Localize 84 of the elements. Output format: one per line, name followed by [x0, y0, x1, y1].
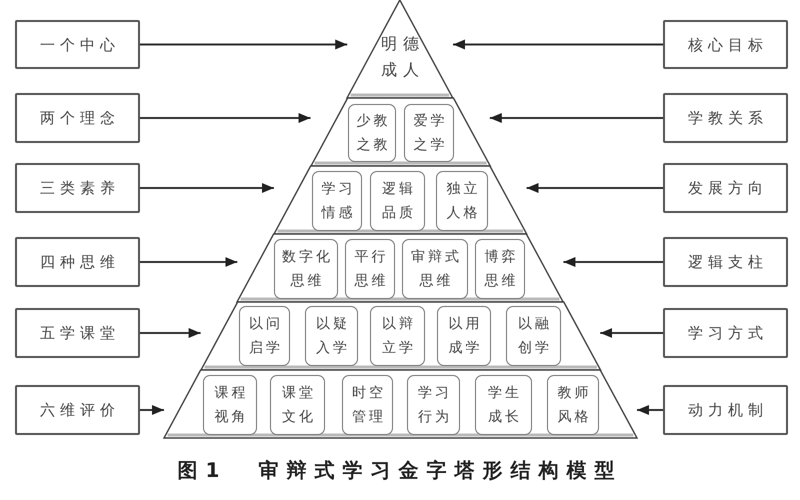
arrow	[140, 113, 311, 123]
concept-label: 平行思维	[353, 248, 390, 291]
label-box	[15, 163, 140, 213]
apex-label: 明德成人	[380, 33, 426, 81]
concept-box	[436, 306, 491, 366]
arrow	[453, 40, 663, 50]
concept-box	[407, 375, 460, 435]
concept-label: 课程视角	[214, 384, 250, 427]
concept-box	[304, 306, 358, 366]
concept-box	[506, 306, 561, 366]
arrow	[637, 405, 663, 415]
concept-label: 博弈思维	[483, 248, 520, 291]
arrow	[140, 257, 238, 267]
concept-box	[312, 171, 362, 231]
label-box	[15, 308, 140, 358]
concept-box	[203, 375, 257, 435]
concept-box	[474, 239, 525, 299]
arrow	[490, 113, 663, 123]
label-box	[15, 93, 140, 143]
box-label: 四种思维	[39, 252, 120, 272]
concept-label: 时空管理	[351, 384, 387, 427]
concept-box	[370, 171, 425, 231]
pyramid-apex	[347, 0, 454, 98]
concept-label: 以辩立学	[380, 315, 417, 358]
box-label: 学习方式	[687, 323, 768, 343]
concept-box	[547, 375, 599, 435]
box-label: 发展方向	[687, 178, 768, 198]
concept-box	[274, 239, 338, 299]
concept-label: 学习行为	[417, 384, 453, 427]
label-box	[15, 385, 140, 435]
arrow	[140, 328, 201, 338]
concept-box	[370, 306, 425, 366]
box-label: 核心目标	[687, 34, 768, 54]
box-label: 动力机制	[687, 400, 768, 420]
label-box	[663, 20, 788, 69]
concept-label: 以疑入学	[314, 315, 351, 358]
concept-label: 独立人格	[445, 180, 482, 223]
box-label: 两个理念	[39, 108, 120, 128]
arrow	[526, 183, 663, 193]
label-box	[15, 20, 140, 69]
concept-box	[270, 375, 325, 435]
concept-box	[348, 104, 396, 162]
concept-label: 审辩式思维	[410, 248, 463, 291]
concept-label: 逻辑品质	[380, 180, 417, 223]
box-label: 六维评价	[39, 400, 120, 420]
arrow	[600, 328, 663, 338]
label-box	[663, 93, 788, 143]
arrow	[140, 183, 274, 193]
pyramid-tier	[310, 98, 490, 166]
label-box	[663, 237, 788, 287]
concept-box	[404, 104, 454, 162]
box-label: 学教关系	[687, 108, 768, 128]
label-box	[663, 308, 788, 358]
concept-label: 爱学之学	[412, 112, 448, 155]
concept-box	[344, 239, 395, 299]
label-box	[663, 385, 788, 435]
arrow	[140, 405, 164, 415]
pyramid-tier	[237, 234, 564, 302]
concept-label: 以融创学	[516, 315, 553, 358]
concept-label: 学习情感	[320, 180, 356, 223]
concept-label: 教师风格	[556, 384, 592, 427]
concept-label: 数字化思维	[280, 248, 334, 291]
arrow	[563, 257, 663, 267]
pyramid-tier	[200, 302, 600, 370]
concept-label: 以问启学	[248, 315, 284, 358]
box-label: 五学课堂	[39, 323, 120, 343]
pyramid-tier	[164, 370, 637, 438]
box-label: 逻辑支柱	[687, 252, 768, 272]
box-label: 一个中心	[39, 34, 120, 54]
pyramid-tier	[274, 166, 527, 234]
label-box	[15, 237, 140, 287]
concept-label: 少教之教	[355, 112, 392, 155]
concept-box	[238, 306, 290, 366]
arrow	[140, 40, 348, 50]
box-label: 三类素养	[39, 178, 120, 198]
concept-box	[475, 375, 532, 435]
concept-label: 学生成长	[487, 384, 523, 427]
figure-caption: 图1 审辩式学习金字塔形结构模型	[178, 458, 622, 482]
concept-box	[402, 239, 468, 299]
label-box	[663, 163, 788, 213]
concept-label: 课堂文化	[281, 384, 317, 427]
concept-label: 以用成学	[447, 315, 484, 358]
concept-box	[342, 375, 393, 435]
concept-box	[436, 171, 488, 231]
